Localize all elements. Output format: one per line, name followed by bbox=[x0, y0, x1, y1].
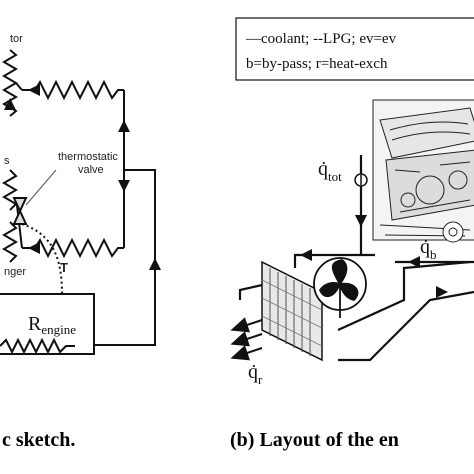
arrow-right-icon bbox=[436, 286, 448, 298]
bypass-resistor bbox=[2, 169, 18, 211]
valve-leader-line bbox=[25, 169, 57, 206]
arrow-left-icon bbox=[408, 256, 420, 268]
fan-icon bbox=[313, 257, 367, 318]
arrow-up-icon bbox=[118, 120, 130, 132]
valve-label-line1: thermostatic bbox=[58, 151, 118, 163]
exchanger-resistor bbox=[2, 221, 18, 263]
bypass-label: s bbox=[4, 155, 10, 167]
engine-label: Rengine bbox=[28, 313, 76, 337]
caption-a: c sketch. bbox=[2, 429, 75, 451]
temperature-label: T bbox=[60, 260, 68, 275]
engine-drawing bbox=[372, 99, 474, 243]
arrow-up-icon bbox=[149, 258, 161, 270]
q-b-label: q̇b bbox=[420, 236, 437, 262]
legend-line1: —coolant; --LPG; ev=ev bbox=[245, 31, 397, 47]
upper-resistor bbox=[22, 79, 124, 101]
schematic-sketch bbox=[0, 49, 156, 355]
caption-b: (b) Layout of the en bbox=[230, 429, 399, 451]
arrow-down-icon bbox=[118, 180, 130, 192]
lower-resistor bbox=[22, 237, 124, 259]
arrow-left-icon bbox=[28, 84, 40, 96]
engine-resistor bbox=[0, 337, 75, 355]
radiator-label: tor bbox=[10, 33, 23, 45]
legend-box bbox=[235, 17, 474, 81]
arrow-left-icon bbox=[300, 249, 312, 261]
thermostatic-valve bbox=[12, 197, 28, 225]
arrow-left-icon bbox=[28, 242, 40, 254]
radiator bbox=[261, 260, 323, 362]
coolant-piping bbox=[238, 155, 474, 362]
temperature-sense-line bbox=[21, 223, 63, 295]
arrow-down-icon bbox=[355, 215, 367, 227]
arrow-up-icon bbox=[4, 98, 16, 110]
q-tot-label: q̇tot bbox=[318, 158, 342, 184]
q-r-label: q̇r bbox=[248, 361, 263, 387]
valve-label-line2: valve bbox=[78, 164, 104, 176]
air-flow-arrows bbox=[230, 317, 263, 361]
exchanger-label: nger bbox=[4, 266, 26, 278]
legend-line2: b=by-pass; r=heat-exch bbox=[246, 56, 388, 72]
